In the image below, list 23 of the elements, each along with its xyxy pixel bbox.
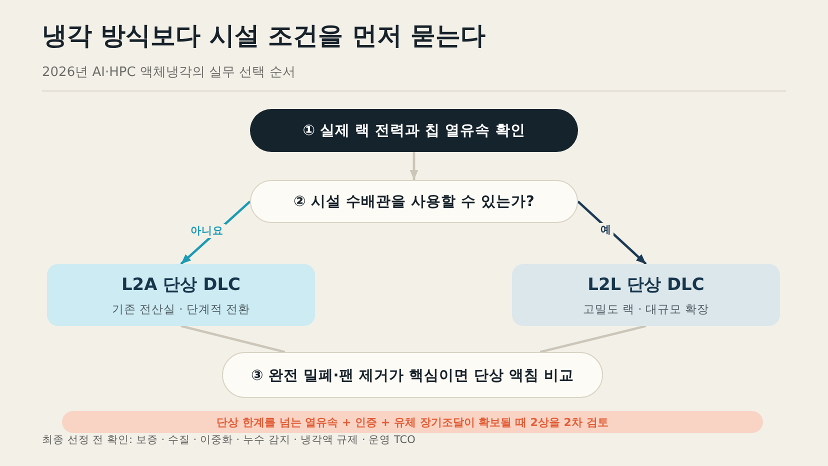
connector-line: [180, 324, 286, 354]
edge-label: 아니요: [188, 224, 226, 238]
option-card: [512, 264, 780, 326]
option-card: [47, 264, 315, 326]
option-detail: 기존 전산실 · 단계적 전환: [112, 302, 250, 317]
step-text: ① 실제 랙 전력과 칩 열유속 확인: [302, 122, 526, 140]
note-banner: [62, 411, 763, 433]
step-pill: [222, 352, 603, 398]
option-title: L2L 단상 DLC: [588, 274, 704, 296]
edge-label: 예: [598, 223, 614, 237]
option-detail: 고밀도 랙 · 대규모 확장: [582, 302, 710, 317]
connector-line: [540, 324, 646, 354]
step-text: ③ 완전 밀폐·팬 제거가 핵심이면 단상 액침 비교: [250, 366, 574, 384]
title: 냉각 방식보다 시설 조건을 먼저 묻는다: [42, 20, 486, 52]
banner-text: 단상 한계를 넘는 열유속 + 인증 + 유체 장기조달이 확보될 때 2상을 2차 검토: [216, 414, 608, 430]
subtitle: 2026년 AI·HPC 액체냉각의 실무 선택 순서: [42, 64, 296, 81]
arrow: [410, 152, 418, 180]
option-title: L2A 단상 DLC: [121, 274, 241, 296]
decision-pill: [250, 180, 578, 223]
arrow: [577, 200, 647, 265]
step-pill: [250, 109, 578, 152]
footnote: 최종 선정 전 확인: 보증 · 수질 · 이중화 · 누수 감지 · 냉각액 규제 · 운영 TCO: [42, 433, 416, 447]
step-text: ② 시설 수배관을 사용할 수 있는가?: [294, 193, 534, 211]
